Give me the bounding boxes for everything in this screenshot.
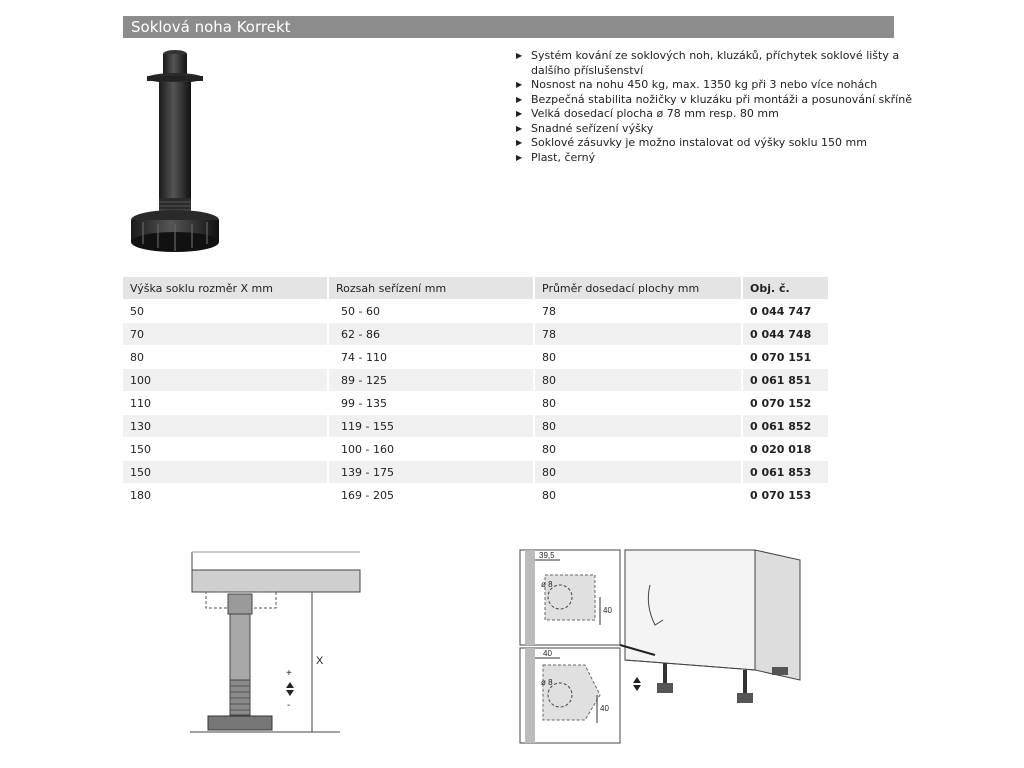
bottom-height-label: 40 xyxy=(600,704,609,713)
top-diameter-label: ø 8 xyxy=(541,580,553,589)
top-width-label: 39,5 xyxy=(539,551,555,560)
cell-range: 100 - 160 xyxy=(329,437,535,460)
feature-item: Nosnost na nohu 450 kg, max. 1350 kg při… xyxy=(515,78,915,93)
product-image xyxy=(131,50,219,252)
cell-range: 139 - 175 xyxy=(329,460,535,483)
cell-height: 180 xyxy=(123,483,329,506)
header-range: Rozsah seřízení mm xyxy=(329,277,535,299)
cell-order-number: 0 070 151 xyxy=(743,345,828,368)
cell-range: 74 - 110 xyxy=(329,345,535,368)
table-header-row: Výška soklu rozměr X mm Rozsah seřízení … xyxy=(123,277,828,299)
cell-height: 50 xyxy=(123,299,329,322)
feature-item: Plast, černý xyxy=(515,151,915,166)
x-dimension-label: X xyxy=(316,655,324,667)
header-height: Výška soklu rozměr X mm xyxy=(123,277,329,299)
cell-order-number: 0 061 851 xyxy=(743,368,828,391)
feature-item: Velká dosedací plocha ø 78 mm resp. 80 m… xyxy=(515,107,915,122)
feature-item: Soklové zásuvky je možno instalovat od v… xyxy=(515,136,915,151)
cell-range: 99 - 135 xyxy=(329,391,535,414)
leg-dimension-diagram: X + - xyxy=(190,551,361,733)
feature-item: Bezpečná stabilita nožičky v kluzáku při… xyxy=(515,93,915,108)
adjust-down-icon xyxy=(633,685,641,691)
bottom-width-label: 40 xyxy=(543,649,552,658)
plus-label: + xyxy=(286,668,292,679)
title-bar: Soklová noha Korrekt xyxy=(123,16,894,38)
cell-order-number: 0 061 853 xyxy=(743,460,828,483)
cell-order-number: 0 020 018 xyxy=(743,437,828,460)
hand-icon xyxy=(647,584,664,626)
cell-diameter: 80 xyxy=(535,414,743,437)
cell-diameter: 80 xyxy=(535,460,743,483)
header-diameter: Průměr dosedací plochy mm xyxy=(535,277,743,299)
feature-item: Snadné seřízení výšky xyxy=(515,122,915,137)
cell-range: 119 - 155 xyxy=(329,414,535,437)
header-order-number: Obj. č. xyxy=(743,277,828,299)
cell-height: 150 xyxy=(123,460,329,483)
feature-list: Systém kování ze soklových noh, kluzáků,… xyxy=(515,49,915,165)
page-title: Soklová noha Korrekt xyxy=(131,18,291,36)
arrow-down-icon xyxy=(286,690,294,696)
cell-order-number: 0 070 153 xyxy=(743,483,828,506)
cell-height: 70 xyxy=(123,322,329,345)
cell-diameter: 80 xyxy=(535,437,743,460)
cell-diameter: 80 xyxy=(535,483,743,506)
cell-diameter: 80 xyxy=(535,391,743,414)
cell-diameter: 80 xyxy=(535,368,743,391)
cell-height: 150 xyxy=(123,437,329,460)
cell-range: 89 - 125 xyxy=(329,368,535,391)
arrow-up-icon xyxy=(286,682,294,688)
cell-range: 62 - 86 xyxy=(329,322,535,345)
feature-item: Systém kování ze soklových noh, kluzáků,… xyxy=(515,49,915,78)
adjust-up-icon xyxy=(633,677,641,683)
cell-diameter: 80 xyxy=(535,345,743,368)
cell-height: 80 xyxy=(123,345,329,368)
cell-height: 110 xyxy=(123,391,329,414)
cell-diameter: 78 xyxy=(535,322,743,345)
bottom-diameter-label: ø 8 xyxy=(541,678,553,687)
spec-table: Výška soklu rozměr X mm Rozsah seřízení … xyxy=(123,277,828,506)
cell-order-number: 0 070 152 xyxy=(743,391,828,414)
cell-height: 130 xyxy=(123,414,329,437)
cell-range: 169 - 205 xyxy=(329,483,535,506)
cell-order-number: 0 044 747 xyxy=(743,299,828,322)
cell-range: 50 - 60 xyxy=(329,299,535,322)
cell-order-number: 0 044 748 xyxy=(743,322,828,345)
minus-label: - xyxy=(287,700,290,711)
mounting-diagram: 39,5 ø 8 40 40 ø 8 40 xyxy=(519,549,801,744)
cell-diameter: 78 xyxy=(535,299,743,322)
cell-order-number: 0 061 852 xyxy=(743,414,828,437)
top-height-label: 40 xyxy=(603,606,612,615)
cell-height: 100 xyxy=(123,368,329,391)
